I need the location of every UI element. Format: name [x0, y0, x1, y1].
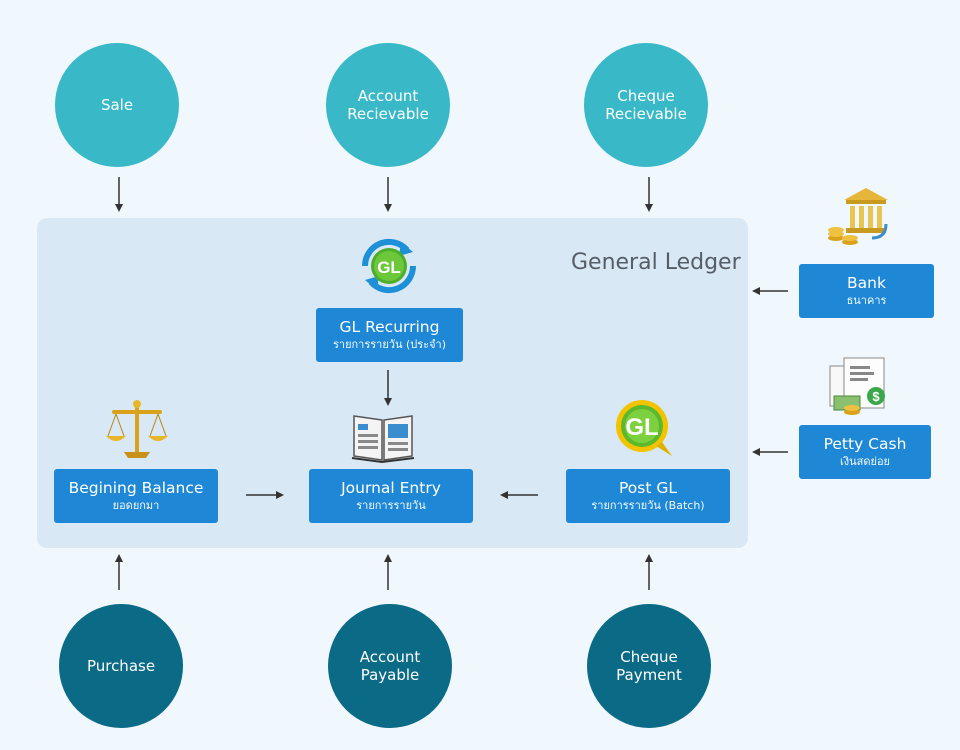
account-recievable-line1: Account — [357, 87, 419, 105]
cheque-recievable-line2: Recievable — [605, 105, 687, 123]
svg-text:GL: GL — [625, 414, 658, 441]
gl-recurring-icon: GL — [361, 238, 417, 294]
purchase-label: Purchase — [86, 657, 156, 675]
account-recievable-node: Account Recievable — [326, 43, 450, 167]
book-icon — [351, 415, 415, 464]
svg-text:$: $ — [872, 389, 880, 404]
begining-balance-sub: ยอดยกมา — [112, 499, 160, 512]
cheque-recievable-line1: Cheque — [617, 87, 675, 105]
sale-label: Sale — [100, 96, 134, 114]
cheque-recievable-node: Cheque Recievable — [584, 43, 708, 167]
cheque-payment-line2: Payment — [616, 666, 682, 684]
post-gl-sub: รายการรายวัน (Batch) — [591, 499, 705, 512]
bank-sub: ธนาคาร — [846, 294, 887, 307]
cheque-payment-node: Cheque Payment — [587, 604, 711, 728]
account-payable-node: Account Payable — [328, 604, 452, 728]
post-gl-label: Post GL — [618, 479, 677, 497]
account-payable-line2: Payable — [360, 666, 420, 684]
begining-balance-box: Begining Balance ยอดยกมา — [54, 469, 218, 523]
journal-entry-box: Journal Entry รายการรายวัน — [309, 469, 473, 523]
gl-recurring-box: GL Recurring รายการรายวัน (ประจำ) — [316, 308, 463, 362]
petty-cash-sub: เงินสดย่อย — [839, 455, 890, 468]
bank-icon — [828, 188, 888, 245]
account-recievable-line2: Recievable — [347, 105, 429, 123]
journal-entry-sub: รายการรายวัน — [356, 499, 426, 512]
bank-label: Bank — [847, 274, 886, 292]
bank-box: Bank ธนาคาร — [799, 264, 934, 318]
scale-icon — [106, 400, 168, 458]
petty-cash-box: Petty Cash เงินสดย่อย — [799, 425, 931, 479]
account-payable-line1: Account — [359, 648, 421, 666]
post-gl-box: Post GL รายการรายวัน (Batch) — [566, 469, 730, 523]
post-gl-icon: GL — [616, 400, 672, 456]
panel-title: General Ledger — [571, 250, 741, 275]
begining-balance-label: Begining Balance — [68, 479, 204, 497]
gl-recurring-label: GL Recurring — [339, 318, 440, 336]
petty-cash-icon: $ — [829, 357, 885, 415]
svg-text:GL: GL — [377, 258, 401, 277]
petty-cash-label: Petty Cash — [823, 435, 907, 453]
gl-recurring-sub: รายการรายวัน (ประจำ) — [332, 338, 446, 351]
journal-entry-label: Journal Entry — [341, 479, 441, 497]
sale-node: Sale — [55, 43, 179, 167]
purchase-node: Purchase — [59, 604, 183, 728]
cheque-payment-line1: Cheque — [620, 648, 678, 666]
